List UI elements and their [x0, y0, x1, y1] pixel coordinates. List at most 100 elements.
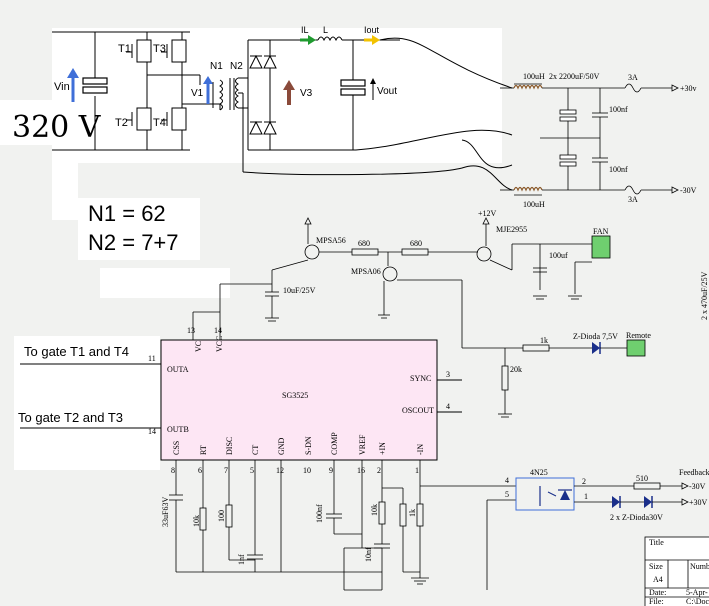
q-mje2955-label: MJE2955	[496, 225, 527, 234]
output-filter: +30v 100uH 2x 2200uF/50V 3A -30V 100uH 3…	[500, 72, 697, 209]
label-t3: T3	[153, 43, 166, 55]
out-neg-label: -30V	[680, 186, 697, 195]
pin-name-in: +IN	[378, 442, 387, 455]
pin-num-vref: 16	[357, 466, 365, 475]
pin-num-css: 8	[171, 466, 175, 475]
pin-name-in: -IN	[416, 444, 425, 455]
inductor-top-label: 100uH	[523, 72, 545, 81]
transistor-t2	[126, 107, 152, 131]
opto-pin1: 1	[584, 492, 588, 501]
pin-name-sdn: S-DN	[304, 436, 313, 455]
label-vin: Vin	[54, 81, 70, 93]
label-il: IL	[301, 25, 309, 35]
title-block-size: Size	[649, 562, 663, 571]
pin-sync-num: 3	[446, 370, 450, 379]
disc-label: 100	[217, 510, 226, 522]
feedback-pos-label: +30V	[689, 498, 708, 507]
pin-outb-num: 14	[148, 427, 156, 436]
q-mpsa06	[382, 266, 398, 282]
label-vout: Vout	[377, 86, 397, 97]
r510-label: 510	[636, 474, 648, 483]
title-block: Title Size A4 Numb Date: 5-Apr- File: C:…	[644, 536, 709, 606]
caps-label: 2x 2200uF/50V	[549, 72, 600, 81]
chip-bottom-pins: 8CSS6RT7DISC5CT12GND10S-DN9COMP16VREF2+I…	[171, 432, 425, 475]
chip-name: SG3525	[282, 391, 308, 400]
cap-top-label: 100nf	[609, 105, 628, 114]
q-mje2955	[476, 246, 492, 262]
pin-vcc-num: 14	[214, 326, 222, 335]
pin-num-gnd: 12	[276, 466, 284, 475]
cap-bot-label: 100nf	[609, 165, 628, 174]
label-v3: V3	[300, 88, 313, 99]
gate-labels-paper	[14, 336, 160, 470]
inductor-top	[513, 84, 543, 90]
r2-label: 680	[410, 239, 422, 248]
label-t1: T1	[118, 43, 131, 55]
rectifier-bridge	[247, 39, 356, 151]
opto-label: 4N25	[530, 468, 548, 477]
turns-ghost-paper	[100, 268, 230, 298]
comp-cap-label: 100nf	[315, 504, 324, 523]
opto-pin5: 5	[505, 490, 509, 499]
feedback-label: Feedback	[679, 468, 709, 477]
pin-vcc-name: VCC	[215, 336, 224, 352]
title-block-number: Numb	[690, 562, 709, 571]
fuse-top-label: 3A	[628, 73, 638, 82]
label-t2: T2	[115, 117, 128, 129]
c10nf-label: 10nf	[364, 547, 373, 562]
css-cap-label: 33uF63V	[161, 497, 170, 527]
pin-vc-name: VC	[194, 341, 203, 352]
transformer	[199, 75, 248, 172]
h-bridge: T1 T3 T2 T4 Vin	[52, 31, 220, 151]
gate-label-b: To gate T2 and T3	[18, 410, 123, 425]
pin-name-gnd: GND	[277, 437, 286, 455]
fuse-top	[624, 83, 642, 93]
pin-name-ct: CT	[251, 445, 260, 455]
zeners-label: 2 x Z-Dioda30V	[610, 513, 663, 522]
turns-paper	[78, 198, 200, 260]
ct-label: 1nf	[237, 554, 246, 565]
feedback-network: 33uF63V 10k 100 1nf 100nf 10k 1	[161, 460, 709, 591]
label-n2: N2	[230, 61, 243, 72]
pin-num-in: 2	[377, 466, 381, 475]
pin-oscout-name: OSCOUT	[402, 406, 434, 415]
pin-num-rt: 6	[198, 466, 202, 475]
pin-outb-name: OUTB	[167, 425, 189, 434]
input-voltage-paper	[0, 100, 52, 145]
pin-num-in: 1	[415, 466, 419, 475]
fan-cap-label: 100uf	[549, 251, 568, 260]
chip-top-pins: 13 VC 14 VCC	[187, 326, 224, 352]
output-capacitor	[340, 79, 366, 87]
feedback-neg-label: -30V	[689, 482, 706, 491]
label-iout: Iout	[364, 25, 380, 35]
pin-oscout-num: 4	[446, 402, 450, 411]
title-block-date: Date:	[649, 588, 666, 597]
transistor-t3	[161, 39, 187, 63]
q-mpsa56-label: MPSA56	[316, 236, 346, 245]
v12-label: +12V	[478, 209, 497, 218]
inductor-bottom	[513, 186, 543, 192]
remote-label: Remote	[626, 331, 651, 340]
pin-vc-num: 13	[187, 326, 195, 335]
pin-num-sdn: 10	[303, 466, 311, 475]
opto-pin2: 2	[582, 477, 586, 486]
r1k-label: 1k	[408, 509, 417, 517]
paper-patch	[52, 162, 78, 220]
turns-n1: N1 = 62	[88, 201, 166, 226]
power-stage-paper	[52, 28, 502, 163]
remote-resistor-label: 1k	[540, 336, 548, 345]
pin-name-rt: RT	[199, 445, 208, 455]
fuse-bottom-label: 3A	[628, 195, 638, 204]
fuse-bottom	[624, 185, 642, 195]
sg3525-chip	[160, 339, 438, 461]
pin-num-comp: 9	[329, 466, 333, 475]
transistor-t4	[161, 107, 187, 131]
pin-name-disc: DISC	[225, 437, 234, 455]
fan-connector	[591, 235, 611, 259]
opto-4n25	[515, 477, 575, 511]
label-t4: T4	[153, 117, 166, 129]
q-mpsa56	[304, 244, 320, 260]
title-block-file: File:	[649, 597, 664, 606]
pin-num-disc: 7	[224, 466, 228, 475]
